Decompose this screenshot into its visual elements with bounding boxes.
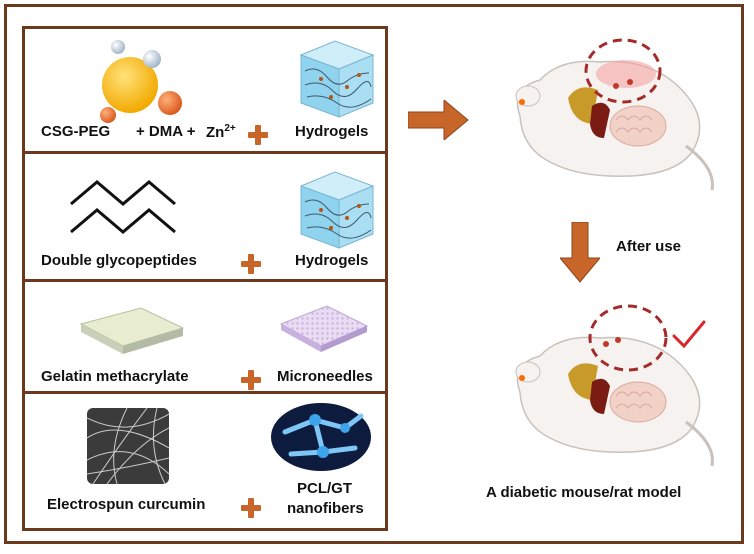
model-caption: A diabetic mouse/rat model bbox=[486, 484, 682, 501]
gelatin-methacrylate-label: Gelatin methacrylate bbox=[41, 368, 189, 385]
dma-label: + DMA + bbox=[136, 123, 196, 140]
plus-icon bbox=[241, 254, 261, 274]
wound-highlight-circle-bottom bbox=[588, 304, 668, 372]
nanofiber-network-icon bbox=[271, 403, 371, 471]
micelle-icon bbox=[100, 40, 182, 123]
plus-icon bbox=[241, 370, 261, 390]
sem-fibers-icon bbox=[87, 408, 169, 484]
double-glycopeptides-label: Double glycopeptides bbox=[41, 252, 197, 269]
check-icon bbox=[672, 320, 706, 348]
plus-icon bbox=[241, 498, 261, 518]
hydrogels-label-2: Hydrogels bbox=[295, 252, 369, 269]
microneedle-patch-icon bbox=[279, 305, 369, 352]
pcl-gt-label: PCL/GT bbox=[297, 480, 352, 497]
zinc-ion-label: Zn2+ bbox=[206, 123, 236, 141]
down-arrow-icon bbox=[560, 222, 600, 283]
right-arrow-icon bbox=[408, 100, 469, 140]
nanofibers-label: nanofibers bbox=[287, 500, 364, 517]
hydrogel-cube-icon bbox=[299, 40, 375, 118]
gel-slab-icon bbox=[79, 307, 185, 354]
hydrogels-label-1: Hydrogels bbox=[295, 123, 369, 140]
row-glycopeptides: Double glycopeptides Hydrogels bbox=[25, 151, 385, 279]
row-csg-peg: CSG-PEG + DMA + Zn2+ Hydrogels bbox=[25, 29, 385, 151]
row-curcumin: Electrospun curcumin PCL/GT nanofibers bbox=[25, 391, 385, 528]
after-use-label: After use bbox=[616, 238, 682, 255]
electrospun-curcumin-label: Electrospun curcumin bbox=[47, 496, 206, 513]
row-gelma: Gelatin methacrylate Microneedles bbox=[25, 279, 385, 391]
wound-highlight-circle-top bbox=[584, 38, 662, 104]
materials-panel: CSG-PEG + DMA + Zn2+ Hydrogels Double gl… bbox=[22, 26, 388, 531]
plus-icon bbox=[248, 125, 268, 145]
mouse-icon bbox=[515, 336, 714, 467]
outer-frame bbox=[4, 4, 744, 544]
hydrogel-cube-icon bbox=[299, 171, 375, 249]
microneedles-label: Microneedles bbox=[277, 368, 373, 385]
csg-peg-label: CSG-PEG bbox=[41, 123, 111, 140]
zigzag-icon bbox=[70, 180, 176, 234]
